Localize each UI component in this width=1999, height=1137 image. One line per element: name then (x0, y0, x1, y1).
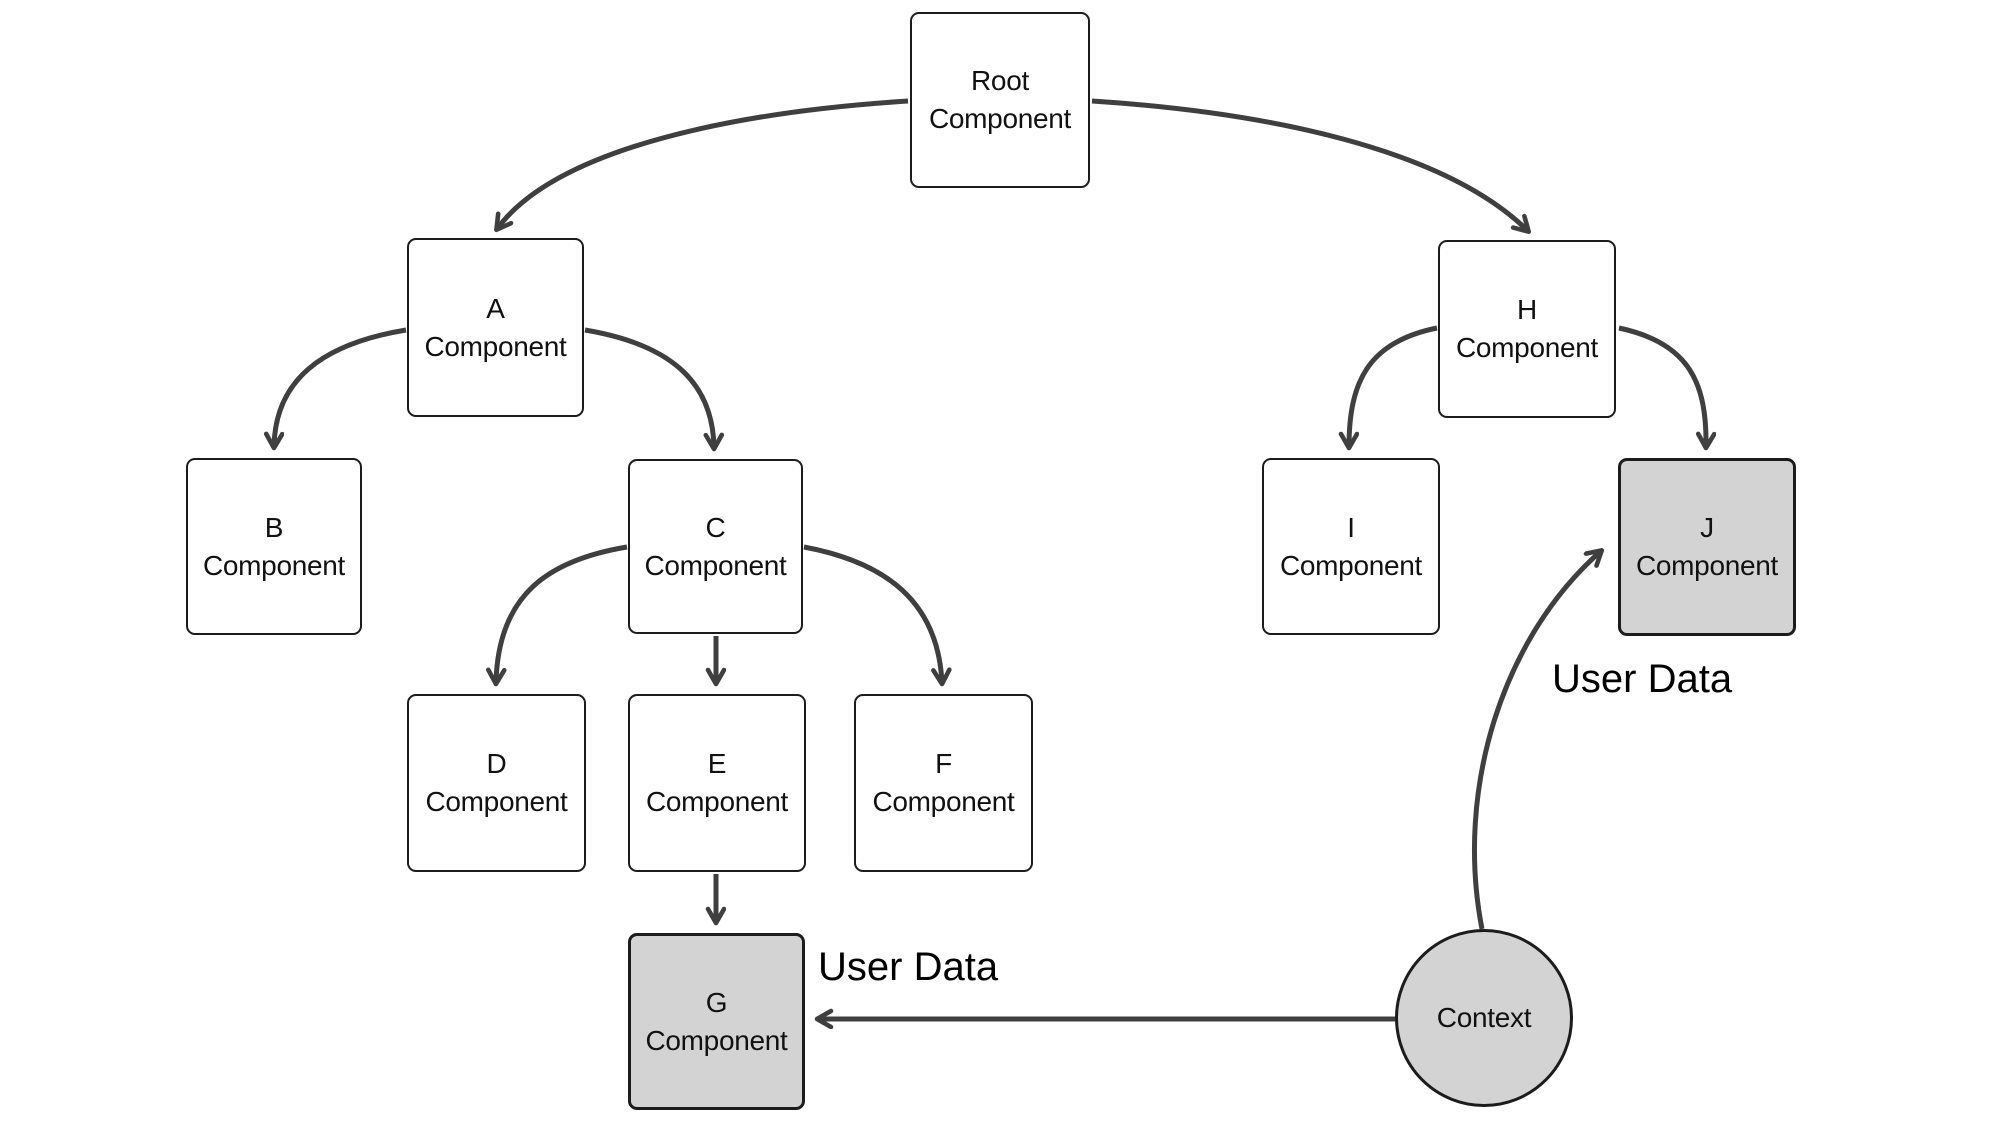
node-g-component: G Component (628, 933, 805, 1110)
node-d-component: D Component (407, 694, 586, 872)
node-e-label-line2: Component (645, 786, 789, 817)
node-b-component: B Component (186, 458, 362, 635)
node-h-label-line2: Component (1455, 332, 1599, 363)
node-root-component: Root Component (910, 12, 1090, 188)
node-root-label-line2: Component (928, 103, 1072, 134)
node-a-label-line1: A (486, 292, 505, 324)
node-root-label-line1: Root (971, 65, 1029, 96)
node-j-component: J Component (1618, 458, 1796, 636)
edge-h-to-i (1349, 325, 1438, 447)
node-h-label-line1: H (1517, 294, 1537, 325)
edge-h-to-j (1618, 325, 1706, 447)
node-d-label-line2: Component (425, 786, 568, 817)
edge-a-to-c (584, 327, 714, 448)
edge-context-to-j (1471, 551, 1601, 930)
node-c-label-line2: Component (644, 549, 787, 581)
node-f-label-line1: F (935, 748, 952, 779)
node-g-label-line1: G (705, 986, 728, 1018)
edge-root-to-h (1091, 98, 1528, 231)
edge-c-to-f (803, 544, 942, 683)
node-b-label-line1: B (264, 511, 284, 543)
node-a-component: A Component (407, 238, 584, 417)
node-c-label-line1: C (705, 511, 726, 543)
edge-a-to-b (274, 327, 407, 447)
node-j-label-line2: Component (1635, 550, 1779, 581)
edge-root-to-a (497, 98, 909, 229)
node-c-component: C Component (628, 459, 803, 634)
node-j-label-line1: J (1700, 512, 1714, 543)
node-h-component: H Component (1438, 240, 1616, 418)
node-context-label: Context (1436, 1002, 1532, 1033)
node-context: Context (1395, 929, 1573, 1107)
node-b-label-line2: Component (202, 549, 346, 581)
node-d-label-line1: D (486, 748, 507, 779)
node-a-label-line2: Component (424, 330, 567, 362)
user-data-label-j: User Data (1552, 657, 1733, 701)
node-i-label-line1: I (1347, 511, 1355, 543)
user-data-label-g: User Data (818, 945, 999, 989)
edge-c-to-d (496, 544, 628, 683)
node-e-label-line1: E (707, 748, 727, 779)
node-f-component: F Component (854, 694, 1033, 872)
node-f-label-line2: Component (872, 786, 1015, 817)
node-i-component: I Component (1262, 458, 1440, 635)
node-i-label-line2: Component (1279, 549, 1423, 581)
node-g-label-line2: Component (645, 1024, 788, 1056)
node-e-component: E Component (628, 694, 806, 872)
